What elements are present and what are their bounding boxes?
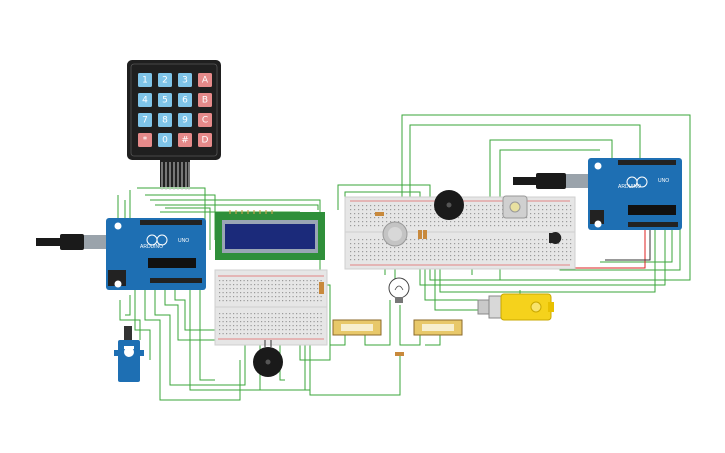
keypad-key-0	[138, 73, 152, 87]
keypad-key-label: 5	[162, 96, 168, 106]
keypad-key-label: B	[202, 96, 208, 106]
keypad-key-label: 8	[162, 116, 168, 126]
keypad-key-14	[178, 133, 192, 147]
keypad-key-4	[138, 93, 152, 107]
light-bulb	[388, 277, 410, 303]
sensor-module-left	[332, 319, 382, 336]
keypad-key-8	[138, 113, 152, 127]
keypad-key-label: 2	[162, 76, 168, 86]
temperature-sensor	[549, 232, 562, 245]
keypad-key-2	[178, 73, 192, 87]
keypad-key-label: A	[202, 76, 209, 86]
keypad-key-label: 4	[142, 96, 148, 106]
keypad-key-15	[198, 133, 212, 147]
arduino-uno-left: UNO ARDUINO	[36, 218, 206, 290]
piezo-buzzer-right	[434, 190, 464, 220]
keypad-key-13	[158, 133, 172, 147]
servo-motor	[114, 326, 144, 382]
keypad-key-label: 1	[142, 76, 148, 86]
keypad-key-label: D	[202, 136, 209, 146]
gas-sensor	[382, 221, 408, 247]
lcd-breadboard	[214, 269, 328, 346]
keypad-key-label: 7	[142, 116, 148, 126]
keypad: 1 2 3 A 4 5 6 B 7 8 9 C * 0 # D	[127, 60, 221, 190]
usb-cable-right	[513, 177, 538, 185]
dc-motor-small	[502, 195, 528, 219]
lcd-display	[215, 210, 325, 260]
keypad-key-6	[178, 93, 192, 107]
board-right-brand: ARDUINO	[618, 184, 641, 190]
arduino-uno-right: UNO ARDUINO	[513, 158, 682, 230]
gear-motor	[477, 293, 554, 321]
board-right-model: UNO	[658, 178, 669, 184]
keypad-key-label: 6	[182, 96, 188, 106]
keypad-key-label: *	[143, 136, 148, 146]
usb-cable-left	[36, 238, 66, 246]
sensor-module-right	[413, 319, 463, 336]
keypad-key-label: 0	[162, 136, 168, 146]
keypad-key-3	[198, 73, 212, 87]
board-left-brand: ARDUINO	[140, 244, 163, 250]
keypad-key-11	[198, 113, 212, 127]
keypad-key-10	[178, 113, 192, 127]
resistors	[375, 212, 427, 356]
keypad-key-12	[138, 133, 152, 147]
keypad-key-1	[158, 73, 172, 87]
keypad-key-7	[198, 93, 212, 107]
board-left	[106, 218, 206, 290]
board-left-model: UNO	[178, 238, 189, 244]
keypad-key-label: 3	[182, 76, 188, 86]
keypad-key-label: 9	[182, 116, 188, 126]
piezo-buzzer-left	[253, 340, 283, 377]
keypad-key-9	[158, 113, 172, 127]
keypad-key-5	[158, 93, 172, 107]
keypad-connector	[160, 160, 190, 187]
keypad-key-label: #	[181, 136, 189, 146]
keypad-key-label: C	[202, 116, 208, 126]
